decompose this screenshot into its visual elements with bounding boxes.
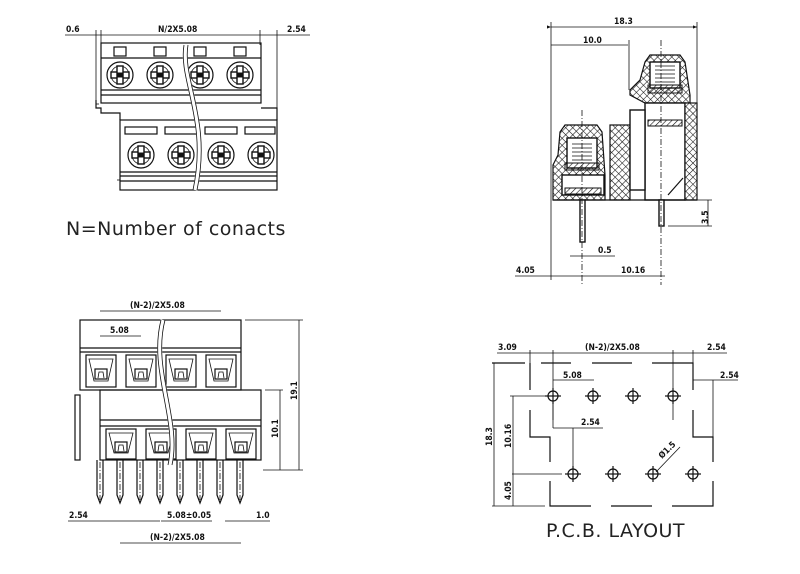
dim-pcb-left-offset: 3.09 xyxy=(498,343,517,353)
upper-screw-row xyxy=(106,61,254,89)
dim-pin-width: 0.5 xyxy=(598,246,612,256)
front-view: 0.6 N/2X5.08 2.54 xyxy=(65,25,310,240)
pin-left xyxy=(579,199,586,243)
dim-left-offset: 0.6 xyxy=(66,25,80,35)
caption-n-contacts: N=Number of conacts xyxy=(66,218,286,240)
screw-icon xyxy=(106,61,134,89)
wire-entry xyxy=(105,428,137,460)
pin xyxy=(96,460,104,505)
pin xyxy=(116,460,124,505)
pin xyxy=(236,460,244,505)
pin xyxy=(196,460,204,505)
dim-left-offset-side: 4.05 xyxy=(516,266,535,276)
dim-row-spacing: 10.16 xyxy=(621,266,645,276)
pin-right xyxy=(658,199,665,227)
wire-entry xyxy=(85,354,117,388)
bottom-view: (N-2)/2X5.08 5.08 19.1 10.1 2.54 5.08±0.… xyxy=(68,301,303,544)
dim-pcb-bottom-offset: 4.05 xyxy=(504,481,514,500)
dim-right-offset: 2.54 xyxy=(287,25,306,35)
pcb-hole-array xyxy=(545,388,701,482)
dim-pitch: 5.08 xyxy=(110,326,129,336)
dim-pcb-row-spacing: 10.16 xyxy=(504,424,514,448)
dim-pcb-overall-height: 18.3 xyxy=(485,427,495,446)
upper-wire-entries xyxy=(85,354,237,388)
pcb-hole-icon xyxy=(685,466,701,482)
side-view: 18.3 10.0 3.5 0.5 4.05 10.16 xyxy=(515,17,712,285)
dim-upper-width: 10.0 xyxy=(583,36,602,46)
lower-wire-entries xyxy=(105,428,257,460)
wire-entry xyxy=(225,428,257,460)
dim-pcb-pitch: 5.08 xyxy=(563,371,582,381)
dim-overall-height: 19.1 xyxy=(290,381,300,400)
pcb-hole-icon xyxy=(645,466,661,482)
dim-pcb-right-offset: 2.54 xyxy=(707,343,726,353)
dim-hole-diameter: Ø1.5 xyxy=(656,439,678,461)
dim-pin-pitch-tol: 5.08±0.05 xyxy=(167,511,211,521)
dim-pin-length: 3.5 xyxy=(701,210,711,224)
wire-entry xyxy=(185,428,217,460)
pin xyxy=(136,460,144,505)
wire-entry xyxy=(165,354,197,388)
pin xyxy=(176,460,184,505)
dim-pcb-top-span: (N-2)/2X5.08 xyxy=(585,343,640,353)
dim-overall-width: 18.3 xyxy=(614,17,633,27)
caption-pcb-layout: P.C.B. LAYOUT xyxy=(546,520,685,542)
lower-tabs xyxy=(124,126,276,135)
lower-housing xyxy=(99,389,262,461)
top-tabs xyxy=(113,46,247,57)
pcb-hole-icon xyxy=(585,388,601,404)
lower-screw-row xyxy=(127,141,275,169)
dim-pin-width-bottom: 1.0 xyxy=(256,511,270,521)
screw-icon xyxy=(226,61,254,89)
pcb-hole-icon xyxy=(565,466,581,482)
screw-icon xyxy=(127,141,155,169)
pcb-layout: 3.09 (N-2)/2X5.08 2.54 2.54 5.08 2.54 18… xyxy=(485,343,739,542)
wire-entry xyxy=(125,354,157,388)
pcb-hole-icon xyxy=(665,388,681,404)
pin xyxy=(216,460,224,505)
screw-icon xyxy=(146,61,174,89)
screw-icon xyxy=(207,141,235,169)
pcb-hole-icon xyxy=(605,466,621,482)
dim-pcb-row-offset: 2.54 xyxy=(581,418,600,428)
screw-icon xyxy=(247,141,275,169)
dim-lower-height: 10.1 xyxy=(271,419,281,438)
wire-entry xyxy=(205,354,237,388)
break-line xyxy=(182,44,198,191)
screw-icon xyxy=(167,141,195,169)
dim-pcb-right-inset: 2.54 xyxy=(720,371,739,381)
dim-left-offset-bottom: 2.54 xyxy=(69,511,88,521)
dim-top-span: (N-2)/2X5.08 xyxy=(130,301,185,311)
pin xyxy=(156,460,164,505)
plug-body-upper xyxy=(100,42,262,104)
wire-entry xyxy=(145,428,177,460)
pin-row xyxy=(96,460,244,505)
dim-bottom-span: (N-2)/2X5.08 xyxy=(150,533,205,543)
dim-pitch-span: N/2X5.08 xyxy=(158,25,197,35)
pcb-hole-icon xyxy=(625,388,641,404)
